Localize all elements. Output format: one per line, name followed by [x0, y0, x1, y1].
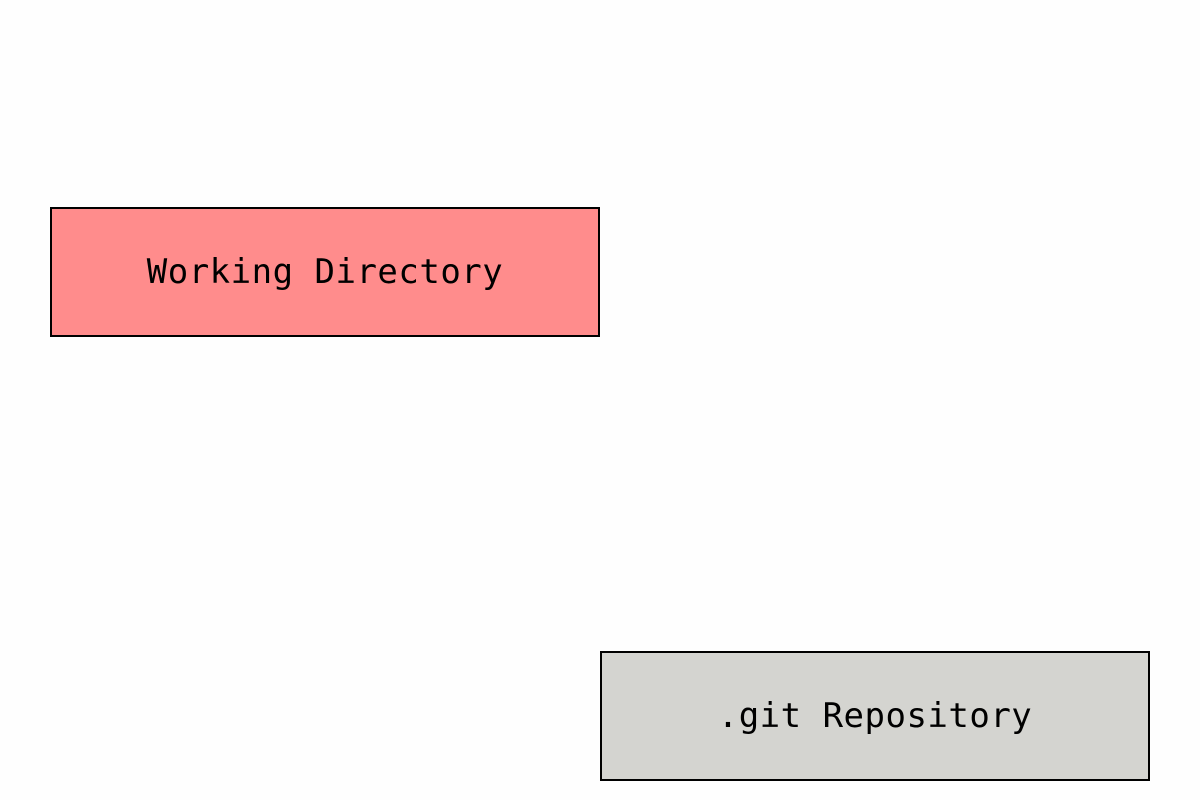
git-repository-box: .git Repository [600, 651, 1150, 781]
working-directory-label: Working Directory [146, 252, 504, 292]
working-directory-box: Working Directory [50, 207, 600, 337]
git-repository-label: .git Repository [717, 696, 1033, 736]
